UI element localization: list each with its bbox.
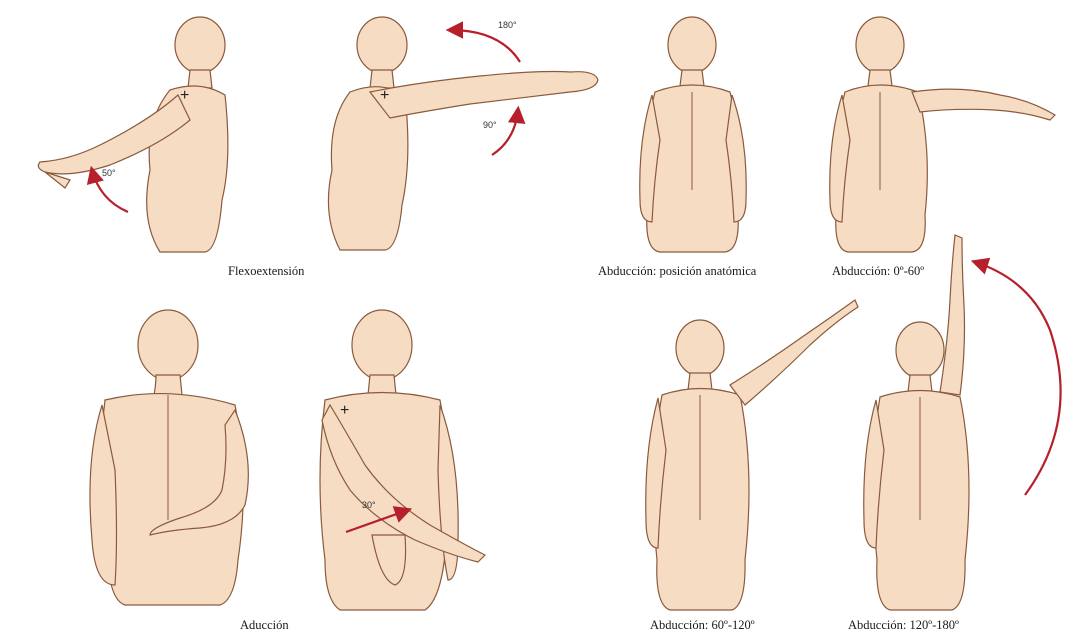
caption-flexoextension: Flexoextensión — [228, 264, 304, 279]
caption-abduction-120-180: Abducción: 120º-180º — [848, 618, 959, 633]
flexion-arrow-lower — [492, 110, 518, 155]
figure-adduction-back — [90, 310, 248, 605]
figure-flexion — [328, 17, 598, 250]
caption-abduction-0-60: Abducción: 0º-60º — [832, 264, 924, 279]
shoulder-axis-mark-3: + — [340, 402, 349, 419]
shoulder-axis-mark-2: + — [380, 87, 389, 104]
figure-abduction-0-60 — [830, 17, 1055, 252]
flexion-arrow-upper — [450, 30, 520, 62]
extension-angle-label: 50° — [102, 168, 116, 178]
shoulder-axis-mark-1: + — [180, 87, 189, 104]
caption-abduction-anatomic: Abducción: posición anatómica — [598, 264, 756, 279]
flexion-max-angle-label: 180° — [498, 20, 517, 30]
figure-abduction-120-180 — [864, 235, 969, 610]
adduction-angle-label: 30° — [362, 500, 376, 510]
figure-adduction-front — [320, 310, 485, 610]
elevation-arrow — [975, 262, 1061, 495]
figure-anatomic — [640, 17, 746, 252]
figure-extension — [38, 17, 228, 252]
caption-abduction-60-120: Abducción: 60º-120º — [650, 618, 755, 633]
figure-abduction-60-120 — [646, 300, 858, 610]
caption-adduction: Aducción — [240, 618, 289, 633]
flexion-mid-angle-label: 90° — [483, 120, 497, 130]
